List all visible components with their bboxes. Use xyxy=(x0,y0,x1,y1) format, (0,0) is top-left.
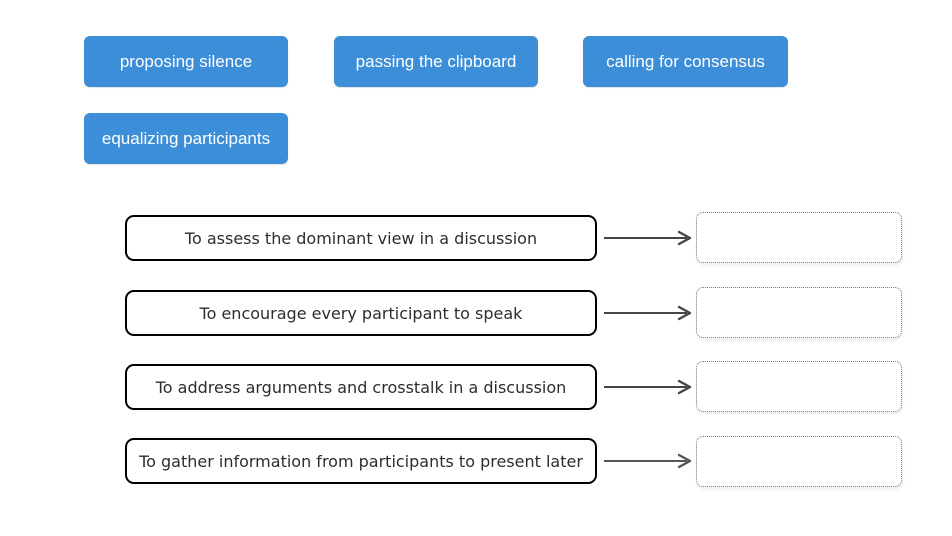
drop-zone[interactable] xyxy=(696,212,902,263)
prompt-box: To assess the dominant view in a discuss… xyxy=(125,215,597,261)
chip-equalizing-participants[interactable]: equalizing participants xyxy=(84,113,288,164)
chip-label: calling for consensus xyxy=(606,51,765,71)
drop-zone[interactable] xyxy=(696,436,902,487)
chip-proposing-silence[interactable]: proposing silence xyxy=(84,36,288,87)
drop-zone[interactable] xyxy=(696,361,902,412)
drop-zone[interactable] xyxy=(696,287,902,338)
arrow-icon xyxy=(603,230,695,246)
prompt-box: To gather information from participants … xyxy=(125,438,597,484)
prompt-text: To gather information from participants … xyxy=(139,451,583,471)
prompt-text: To address arguments and crosstalk in a … xyxy=(155,377,567,397)
arrow-icon xyxy=(603,453,695,469)
chip-calling-for-consensus[interactable]: calling for consensus xyxy=(583,36,788,87)
chip-label: proposing silence xyxy=(119,51,253,71)
prompt-box: To encourage every participant to speak xyxy=(125,290,597,336)
chip-label: passing the clipboard xyxy=(355,51,517,71)
arrow-icon xyxy=(603,379,695,395)
prompt-text: To encourage every participant to speak xyxy=(199,303,523,323)
prompt-text: To assess the dominant view in a discuss… xyxy=(184,228,538,248)
prompt-box: To address arguments and crosstalk in a … xyxy=(125,364,597,410)
chip-label: equalizing participants xyxy=(101,128,271,148)
arrow-icon xyxy=(603,305,695,321)
chip-passing-the-clipboard[interactable]: passing the clipboard xyxy=(334,36,538,87)
